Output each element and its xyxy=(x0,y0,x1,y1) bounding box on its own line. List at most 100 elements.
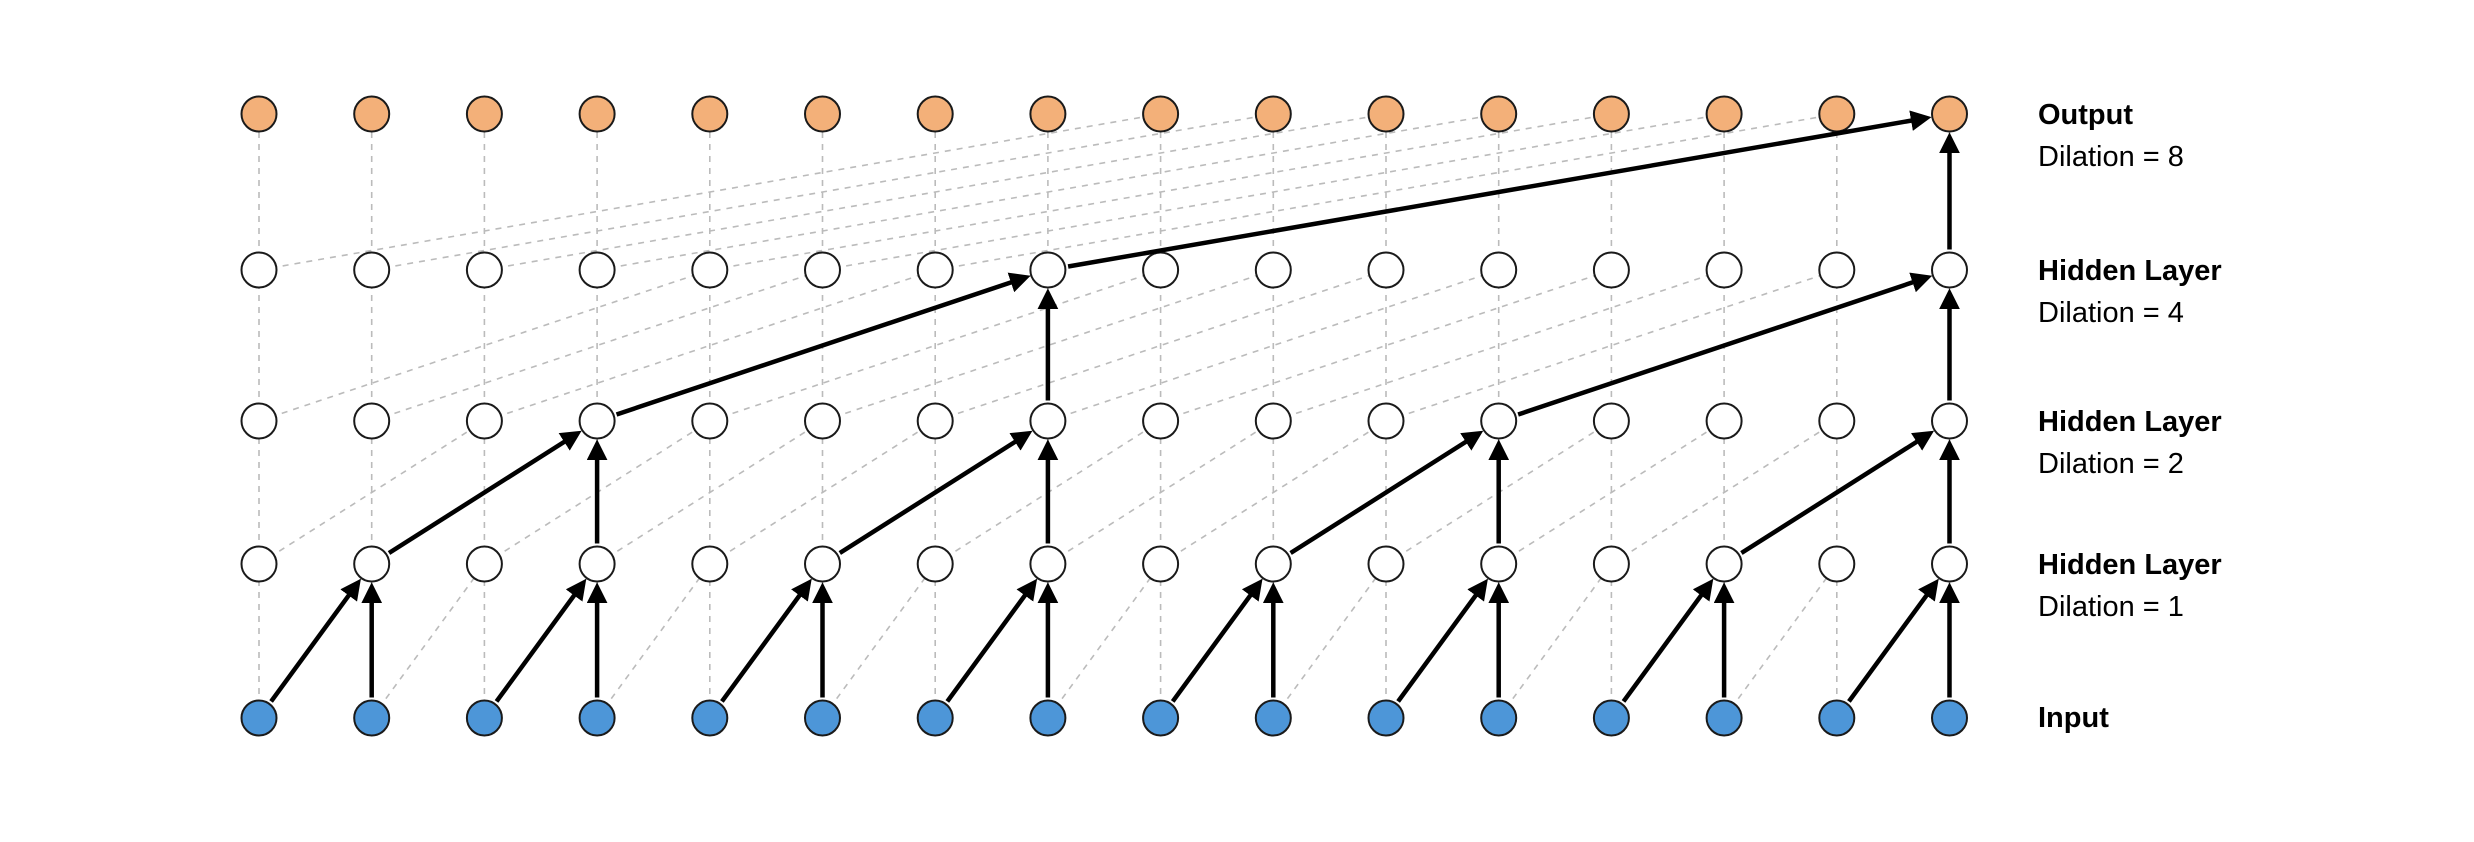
dashed-diagonal-connection xyxy=(1273,269,1725,422)
node-hidden1-0 xyxy=(240,545,278,583)
node-hidden3-8 xyxy=(1142,251,1180,289)
node-input-3 xyxy=(578,699,616,737)
node-output-0 xyxy=(240,95,278,133)
node-hidden3-10 xyxy=(1367,251,1405,289)
node-hidden2-5 xyxy=(804,402,841,440)
bold-arrow xyxy=(269,578,361,703)
node-hidden1-7 xyxy=(1029,545,1067,583)
node-hidden2-13 xyxy=(1705,402,1743,440)
node-input-8 xyxy=(1142,699,1180,737)
layer-label-dilation: Dilation = 1 xyxy=(2038,591,2184,623)
node-input-0 xyxy=(240,699,278,737)
node-hidden2-2 xyxy=(465,402,503,440)
dashed-diagonal-connection xyxy=(596,563,711,719)
layer-label-title: Output xyxy=(2038,99,2134,131)
dashed-diagonal-connection xyxy=(371,113,1274,271)
bold-arrow xyxy=(1067,110,1932,269)
dashed-diagonal-connection xyxy=(1498,420,1725,565)
node-input-10 xyxy=(1367,699,1405,737)
layer-label-input: Input xyxy=(2038,697,2109,739)
bold-arrow xyxy=(1847,578,1939,703)
dashed-diagonal-connection xyxy=(822,269,1274,422)
node-hidden3-13 xyxy=(1705,251,1743,289)
dashed-diagonal-connection xyxy=(484,269,936,422)
layer-label-dilation: Dilation = 2 xyxy=(2038,448,2184,480)
dashed-diagonal-connection xyxy=(1610,420,1838,565)
bold-arrow xyxy=(945,578,1038,703)
dashed-diagonal-connection xyxy=(822,113,1725,271)
dashed-diagonal-connection xyxy=(709,420,936,565)
node-hidden2-8 xyxy=(1142,402,1180,440)
node-hidden1-5 xyxy=(804,545,841,583)
node-output-11 xyxy=(1480,95,1518,133)
dashed-diagonal-connection xyxy=(935,113,1837,271)
node-input-7 xyxy=(1029,699,1067,737)
bold-arrow xyxy=(1170,578,1263,703)
node-output-1 xyxy=(353,95,391,133)
node-hidden3-6 xyxy=(916,251,954,289)
node-output-15 xyxy=(1931,95,1968,133)
dashed-diagonal-connection xyxy=(1160,420,1387,565)
node-hidden2-11 xyxy=(1480,402,1518,440)
arrows-layer xyxy=(269,110,1960,703)
node-hidden2-0 xyxy=(240,402,278,440)
layer-label-title: Hidden Layer xyxy=(2038,255,2222,287)
node-hidden3-5 xyxy=(804,251,841,289)
node-output-7 xyxy=(1029,95,1067,133)
bold-arrow xyxy=(720,578,812,703)
bold-arrow xyxy=(1740,430,1935,555)
bold-arrow xyxy=(494,578,587,703)
nodes-layer xyxy=(240,95,1968,737)
node-input-6 xyxy=(916,699,954,737)
node-hidden3-15 xyxy=(1931,251,1968,289)
node-hidden2-4 xyxy=(691,402,729,440)
node-hidden2-3 xyxy=(578,402,616,440)
node-hidden1-3 xyxy=(578,545,616,583)
node-hidden3-4 xyxy=(691,251,729,289)
bold-arrow xyxy=(1396,578,1488,703)
node-hidden2-12 xyxy=(1592,402,1630,440)
node-hidden1-2 xyxy=(465,545,503,583)
layer-label-dilation: Dilation = 8 xyxy=(2038,141,2184,173)
node-input-13 xyxy=(1705,699,1743,737)
dashed-diagonal-connection xyxy=(709,269,1161,422)
dashed-diagonal-connection xyxy=(1047,269,1499,422)
bold-arrow xyxy=(838,430,1033,555)
node-output-4 xyxy=(691,95,729,133)
node-hidden1-8 xyxy=(1142,545,1180,583)
dashed-diagonal-connection xyxy=(484,113,1387,271)
node-input-1 xyxy=(353,699,391,737)
node-hidden1-4 xyxy=(691,545,729,583)
bold-arrow xyxy=(1517,272,1933,417)
node-output-12 xyxy=(1592,95,1630,133)
dashed-diagonal-connection xyxy=(1723,563,1838,719)
dashed-diagonal-connection xyxy=(596,420,823,565)
node-hidden1-1 xyxy=(353,545,391,583)
node-hidden1-13 xyxy=(1705,545,1743,583)
dashed-diagonal-connection xyxy=(1498,563,1613,719)
dashed-diagonal-connection xyxy=(371,269,823,422)
layer-label-dilation: Dilation = 4 xyxy=(2038,297,2184,329)
connections-layer xyxy=(258,113,1951,719)
node-hidden3-0 xyxy=(240,251,278,289)
node-hidden1-9 xyxy=(1254,545,1292,583)
bold-arrow xyxy=(1621,578,1714,703)
dashed-diagonal-connection xyxy=(1047,420,1274,565)
node-hidden3-11 xyxy=(1480,251,1518,289)
node-hidden3-9 xyxy=(1254,251,1292,289)
node-output-2 xyxy=(465,95,503,133)
node-input-2 xyxy=(465,699,503,737)
node-input-15 xyxy=(1931,699,1968,737)
node-input-4 xyxy=(691,699,729,737)
node-hidden1-6 xyxy=(916,545,954,583)
node-hidden1-15 xyxy=(1931,545,1968,583)
node-input-11 xyxy=(1480,699,1518,737)
node-hidden1-11 xyxy=(1480,545,1518,583)
dashed-diagonal-connection xyxy=(258,269,711,422)
node-input-5 xyxy=(804,699,841,737)
layer-label-title: Hidden Layer xyxy=(2038,406,2222,438)
